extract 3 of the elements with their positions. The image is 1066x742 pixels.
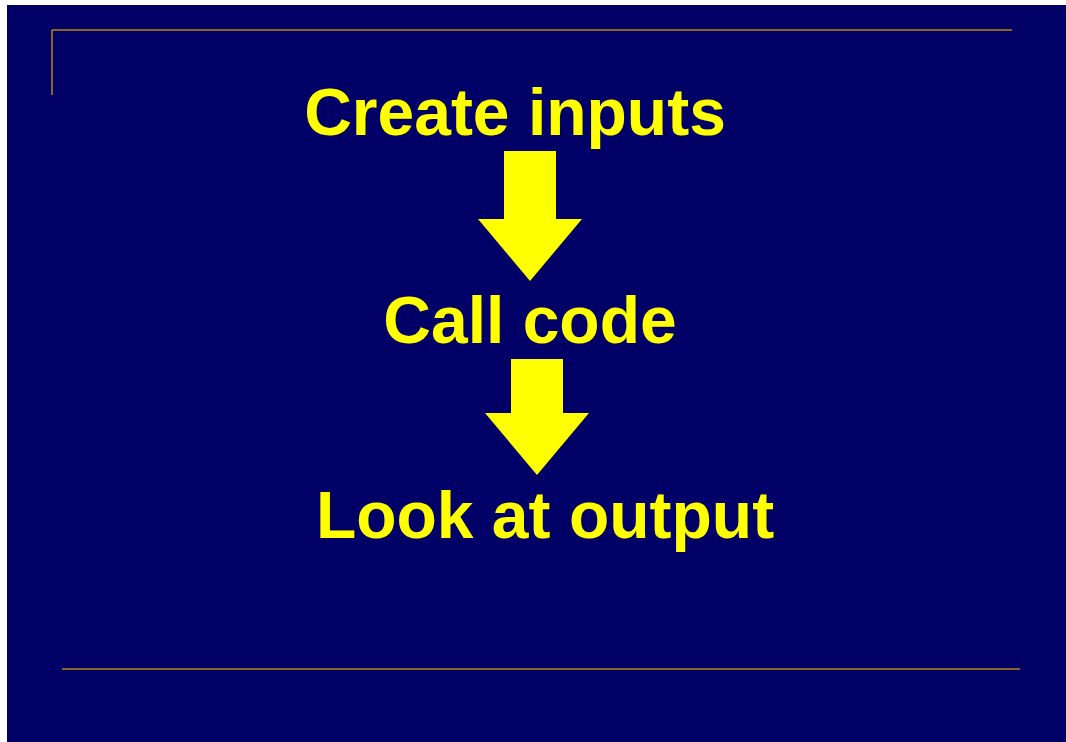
block-arrow	[478, 151, 582, 281]
step-label: Call code	[383, 287, 677, 353]
block-arrow	[485, 359, 589, 475]
